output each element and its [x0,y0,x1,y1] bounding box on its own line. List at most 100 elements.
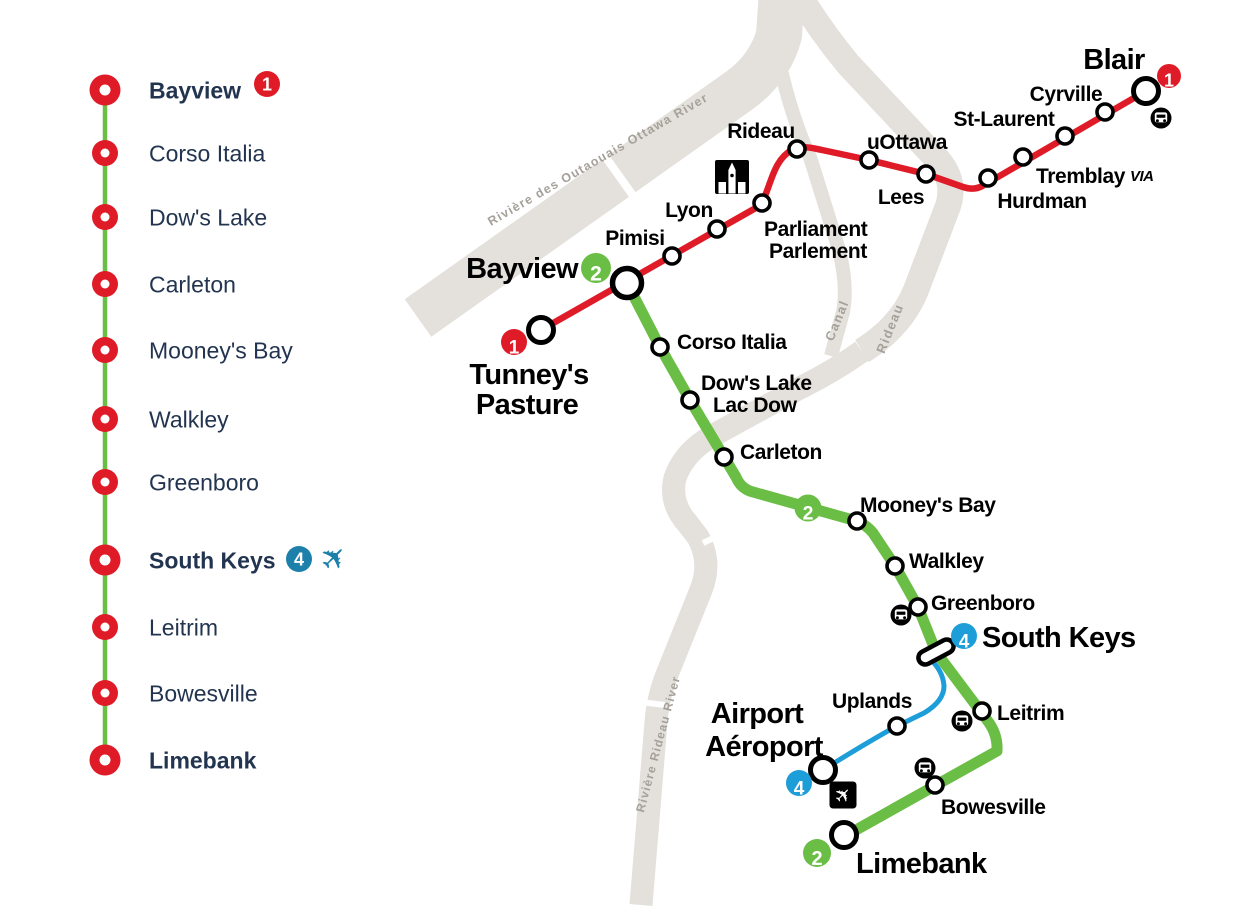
sidebar-station-marker-hole [100,212,110,222]
bus-wheel [919,769,923,773]
map-station-bowesville-label: Bowesville [941,796,1046,819]
sidebar-station-marker-hole [99,554,111,566]
badge-number: 4 [959,631,970,652]
water-gap [639,699,666,708]
map-station-bowesville-marker [925,775,945,795]
map-station-tunneys-pasture-marker [526,315,556,345]
badge-circle [951,623,977,649]
line-1-badge: 1 [501,329,527,358]
sidebar-station-marker-hole [100,688,110,698]
map-station-dows-lake-label: Dow's Lake [701,372,812,395]
sidebar-station-marker-hole [100,414,110,424]
bus-icon [951,710,973,732]
map-station-uplands-marker [887,716,907,736]
map-station-corso-italia-marker [650,337,670,357]
sidebar-station-mooney-s-bay: Mooney's Bay [92,337,293,364]
bus-wheel [964,722,968,726]
peace-tower-spire [728,162,736,170]
sidebar-station-marker-hole [100,477,110,487]
map-station-limebank-label: Limebank [856,848,988,880]
sidebar-station-label: Carleton [149,272,236,298]
parliament-icon [715,160,749,194]
map-station-parliament-label: Parliament [764,218,868,241]
line-4-badge: 4 [951,623,977,652]
map-station-hurdman-label: Hurdman [997,190,1086,213]
sidebar-station-bowesville: Bowesville [92,680,258,707]
peace-tower-clock [730,173,734,178]
station-labels-layer: Tunney'sPastureBayviewPimisiLyonParliame… [466,44,1154,880]
map-station-lees-marker [916,164,936,184]
bus-icon [914,757,936,779]
icons-layer: ✈ [715,107,1172,810]
sidebar-station-marker-hole [99,754,111,766]
badge-circle [254,71,280,97]
badge-number: 1 [262,75,272,95]
sidebar-station-greenboro: Greenboro [92,469,259,496]
airport-icon: ✈ [829,781,858,810]
map-station-uottawa-marker [859,150,879,170]
line-4-badge: 4 [286,546,312,572]
badge-number: 4 [794,778,805,799]
sidebar-station-marker-hole [100,622,110,632]
map-station-rideau-marker [787,139,807,159]
sidebar-station-limebank: Limebank [89,744,257,776]
peace-tower [728,170,736,194]
map-station-st-laurent-marker [1055,126,1075,146]
map-station-greenboro-marker [908,597,928,617]
map-station-carleton-label: Carleton [740,441,822,464]
sidebar-station-label: Bowesville [149,681,258,707]
map-station-carleton-marker [714,447,734,467]
water-band-rideau-canal [772,60,852,358]
water-gap [598,149,638,200]
map-station-walkley-marker [885,556,905,576]
bus-wheel [895,616,899,620]
water-band-ottawa-river [404,0,805,337]
badge-number: 2 [590,263,602,286]
map-station-leitrim-marker [972,701,992,721]
sidebar-station-label: Limebank [149,748,257,774]
badge-circle [803,839,831,867]
line-1 [537,87,1150,334]
water-gap [701,531,724,546]
badge-circle [501,329,527,355]
map-station-airport-marker [808,755,838,785]
map-station-lees-label: Lees [878,186,924,209]
sidebar-station-corso-italia: Corso Italia [92,140,266,167]
badge-number: 1 [1164,71,1174,91]
map-station-dows-lake-marker [680,390,700,410]
map-station-bayview-marker [609,265,645,301]
badge-circle [286,546,312,572]
map-station-pimisi-marker [662,246,682,266]
bus-windshield [1156,114,1166,118]
map-station-walkley-label: Walkley [909,550,984,573]
line-2-badge: 2 [794,494,822,525]
map-station-blair-label: Blair [1083,44,1145,76]
sidebar-station-carleton: Carleton [92,271,236,298]
water-band-rideau-river-south [629,341,869,906]
sidebar-station-marker-hole [100,345,110,355]
badge-number: 4 [294,550,304,570]
parliament-wing [738,182,746,194]
badge-number: 2 [803,503,814,525]
badge-circle [786,770,812,796]
map-station-corso-italia-label: Corso Italia [677,331,787,354]
sidebar-station-label: Mooney's Bay [149,338,293,364]
sidebar-station-walkley: Walkley [92,406,229,433]
sidebar-station-dow-s-lake: Dow's Lake [92,204,267,231]
line-1-badge: 1 [1157,64,1181,91]
sidebar-station-leitrim: Leitrim [92,614,218,641]
map-station-tremblay-label: Tremblay [1036,165,1126,188]
line-1-badge: 1 [254,71,280,97]
map-station-pimisi-label: Pimisi [605,227,664,250]
map-station-bayview-label: Bayview [466,253,579,285]
line-2-badge: 2 [581,253,611,286]
map-station-parliament-label: Parlement [769,240,867,263]
map-station-greenboro-label: Greenboro [931,592,1035,615]
map-station-rideau-label: Rideau [727,120,795,143]
bus-icon [890,604,912,626]
airport-icon-bg [829,781,857,809]
